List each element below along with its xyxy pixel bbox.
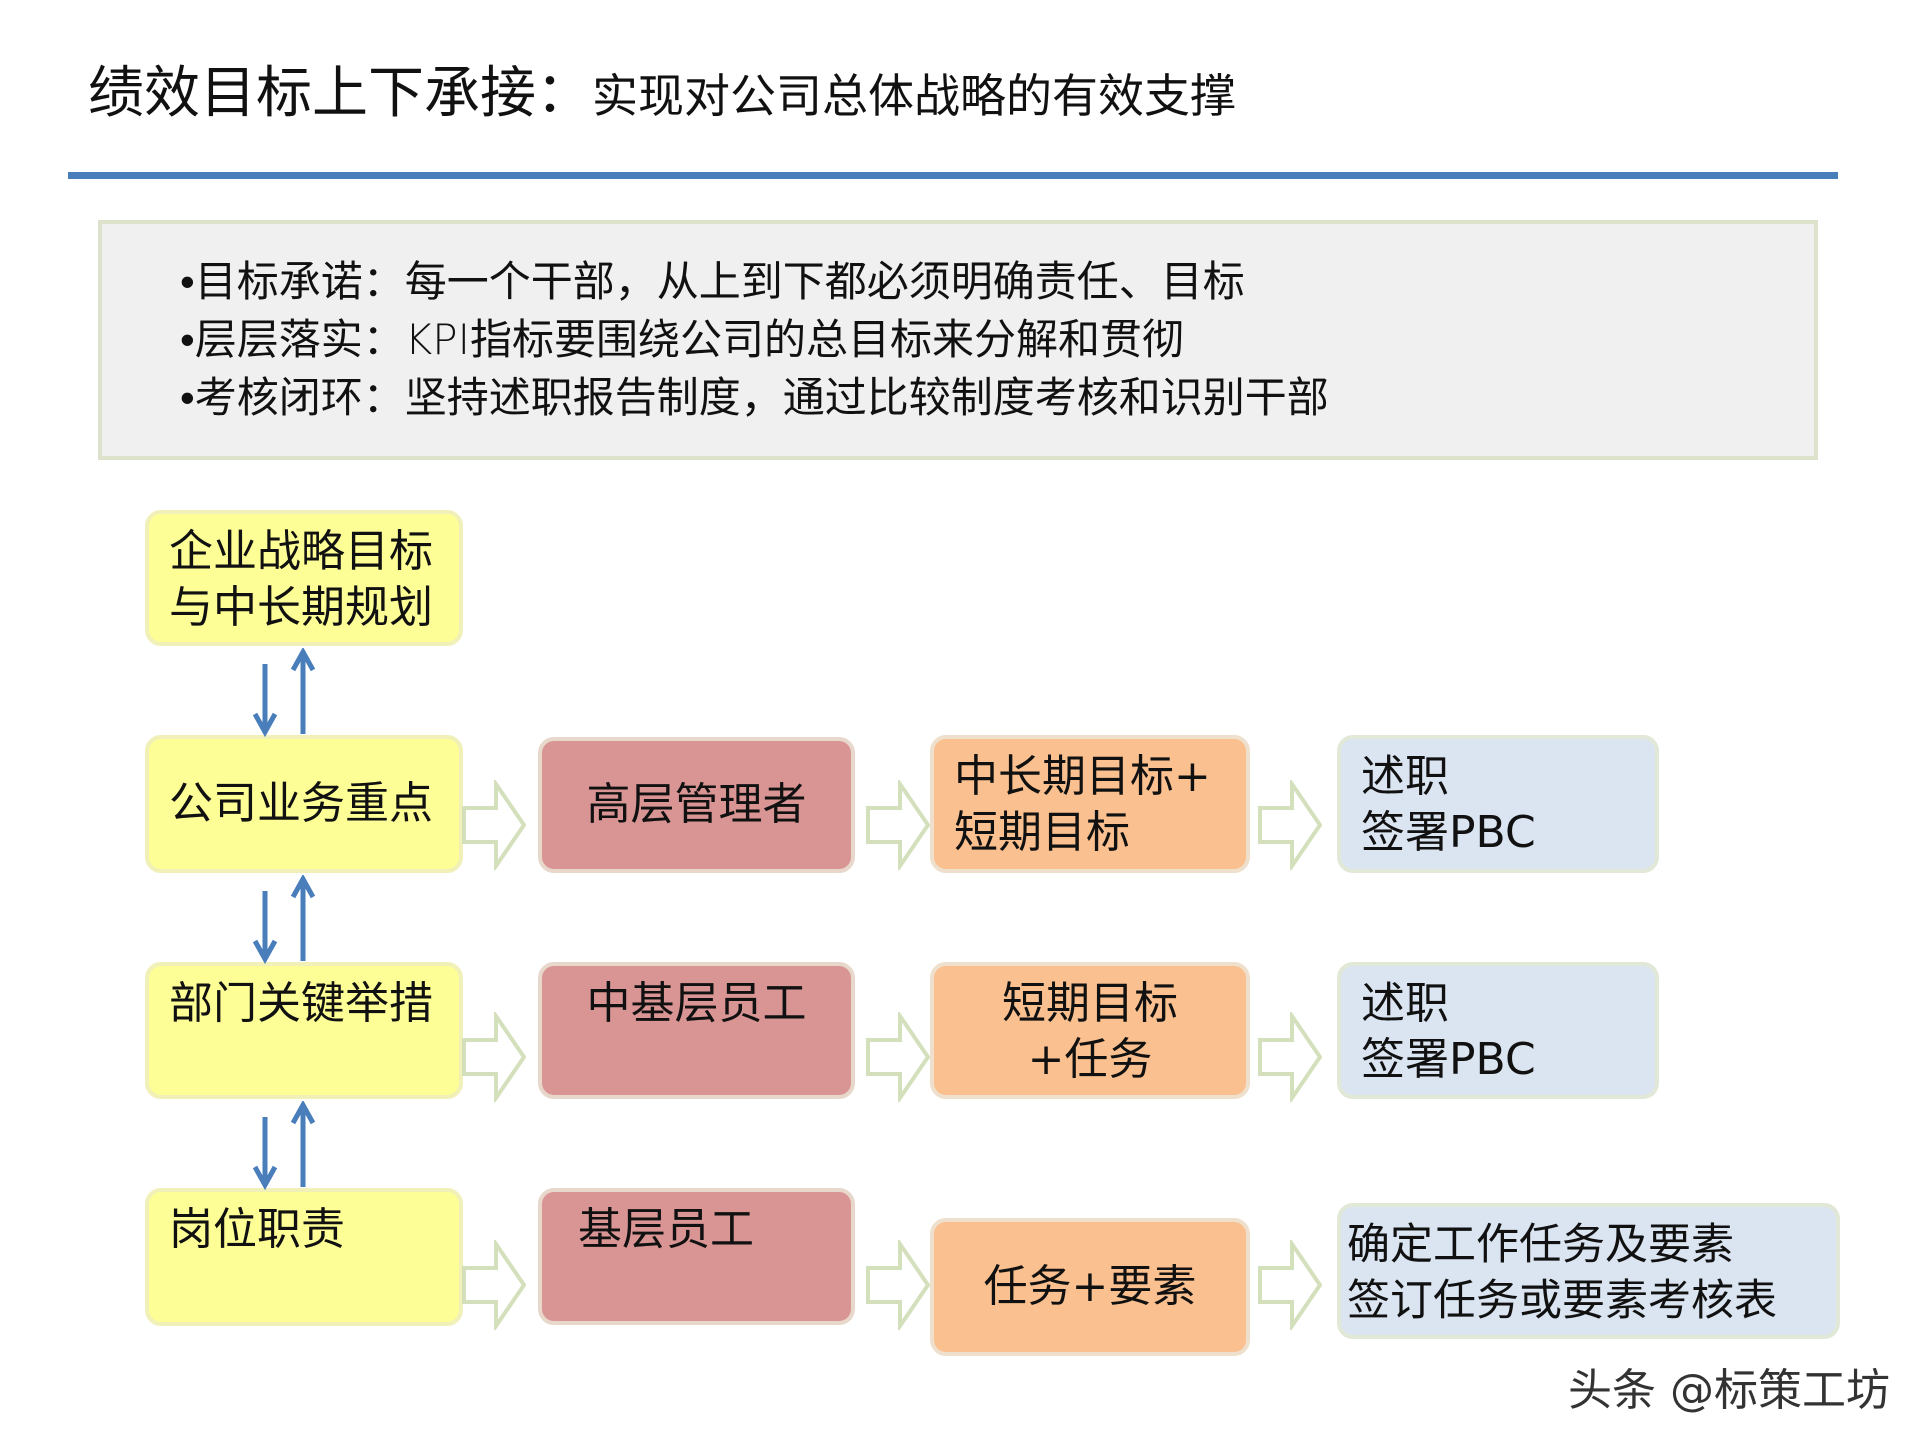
dept-initiatives-box: 部门关键举措	[145, 962, 463, 1099]
strategy-line1: 企业战略目标	[169, 526, 433, 577]
action-senior-box: 述职签署PBC	[1337, 735, 1659, 873]
note-assessment: •考核闭环：坚持述职报告制度，通过比较制度考核和识别干部	[180, 373, 1329, 422]
up-down-arrows-icon	[250, 646, 316, 738]
action-mid-box: 述职签署PBC	[1337, 962, 1659, 1099]
flow-arrow-icon	[1258, 1237, 1323, 1333]
goal-line2: 短期目标	[954, 807, 1130, 858]
role-senior-box: 高层管理者	[538, 737, 855, 873]
goal-senior-box: 中长期目标+短期目标	[930, 735, 1250, 873]
title-divider	[68, 172, 1838, 179]
note-implementation: •层层落实：KPI指标要围绕公司的总目标来分解和贯彻	[180, 315, 1184, 364]
flow-arrow-icon	[866, 1009, 931, 1105]
action-line2: 签署PBC	[1361, 1034, 1536, 1085]
goal-line1: 短期目标	[1002, 978, 1178, 1029]
action-line1: 确定工作任务及要素	[1347, 1220, 1734, 1270]
watermark: 头条 @标策工坊	[1568, 1365, 1890, 1416]
goal-line2: +任务	[1027, 1034, 1153, 1085]
up-down-arrows-icon	[250, 1099, 316, 1191]
role-base-box: 基层员工	[538, 1188, 855, 1325]
business-focus-box: 公司业务重点	[145, 735, 463, 873]
flow-arrow-icon	[866, 777, 931, 873]
flow-arrow-icon	[866, 1237, 931, 1333]
flow-arrow-icon	[1258, 777, 1323, 873]
flow-arrow-icon	[1258, 1009, 1323, 1105]
page-title: 绩效目标上下承接：实现对公司总体战略的有效支撑	[88, 48, 1236, 129]
action-base-box: 确定工作任务及要素签订任务或要素考核表	[1337, 1203, 1840, 1339]
action-line1: 述职	[1361, 978, 1449, 1029]
job-duty-box: 岗位职责	[145, 1188, 463, 1326]
up-down-arrows-icon	[250, 873, 316, 965]
goal-base-box: 任务+要素	[930, 1218, 1250, 1356]
action-line1: 述职	[1361, 751, 1449, 802]
note-commitment: •目标承诺：每一个干部，从上到下都必须明确责任、目标	[180, 257, 1245, 306]
role-mid-box: 中基层员工	[538, 962, 855, 1099]
flow-arrow-icon	[462, 777, 527, 873]
goal-line1: 中长期目标+	[954, 751, 1211, 802]
title-sub: 实现对公司总体战略的有效支撑	[592, 69, 1236, 123]
flow-arrow-icon	[462, 1237, 527, 1333]
principles-box: •目标承诺：每一个干部，从上到下都必须明确责任、目标 •层层落实：KPI指标要围…	[98, 220, 1818, 460]
title-main: 绩效目标上下承接：	[88, 61, 592, 126]
goal-mid-box: 短期目标+任务	[930, 962, 1250, 1099]
strategy-line2: 与中长期规划	[169, 582, 433, 633]
action-line2: 签订任务或要素考核表	[1347, 1276, 1777, 1326]
strategy-box: 企业战略目标与中长期规划	[145, 510, 463, 646]
action-line2: 签署PBC	[1361, 807, 1536, 858]
flow-arrow-icon	[462, 1009, 527, 1105]
